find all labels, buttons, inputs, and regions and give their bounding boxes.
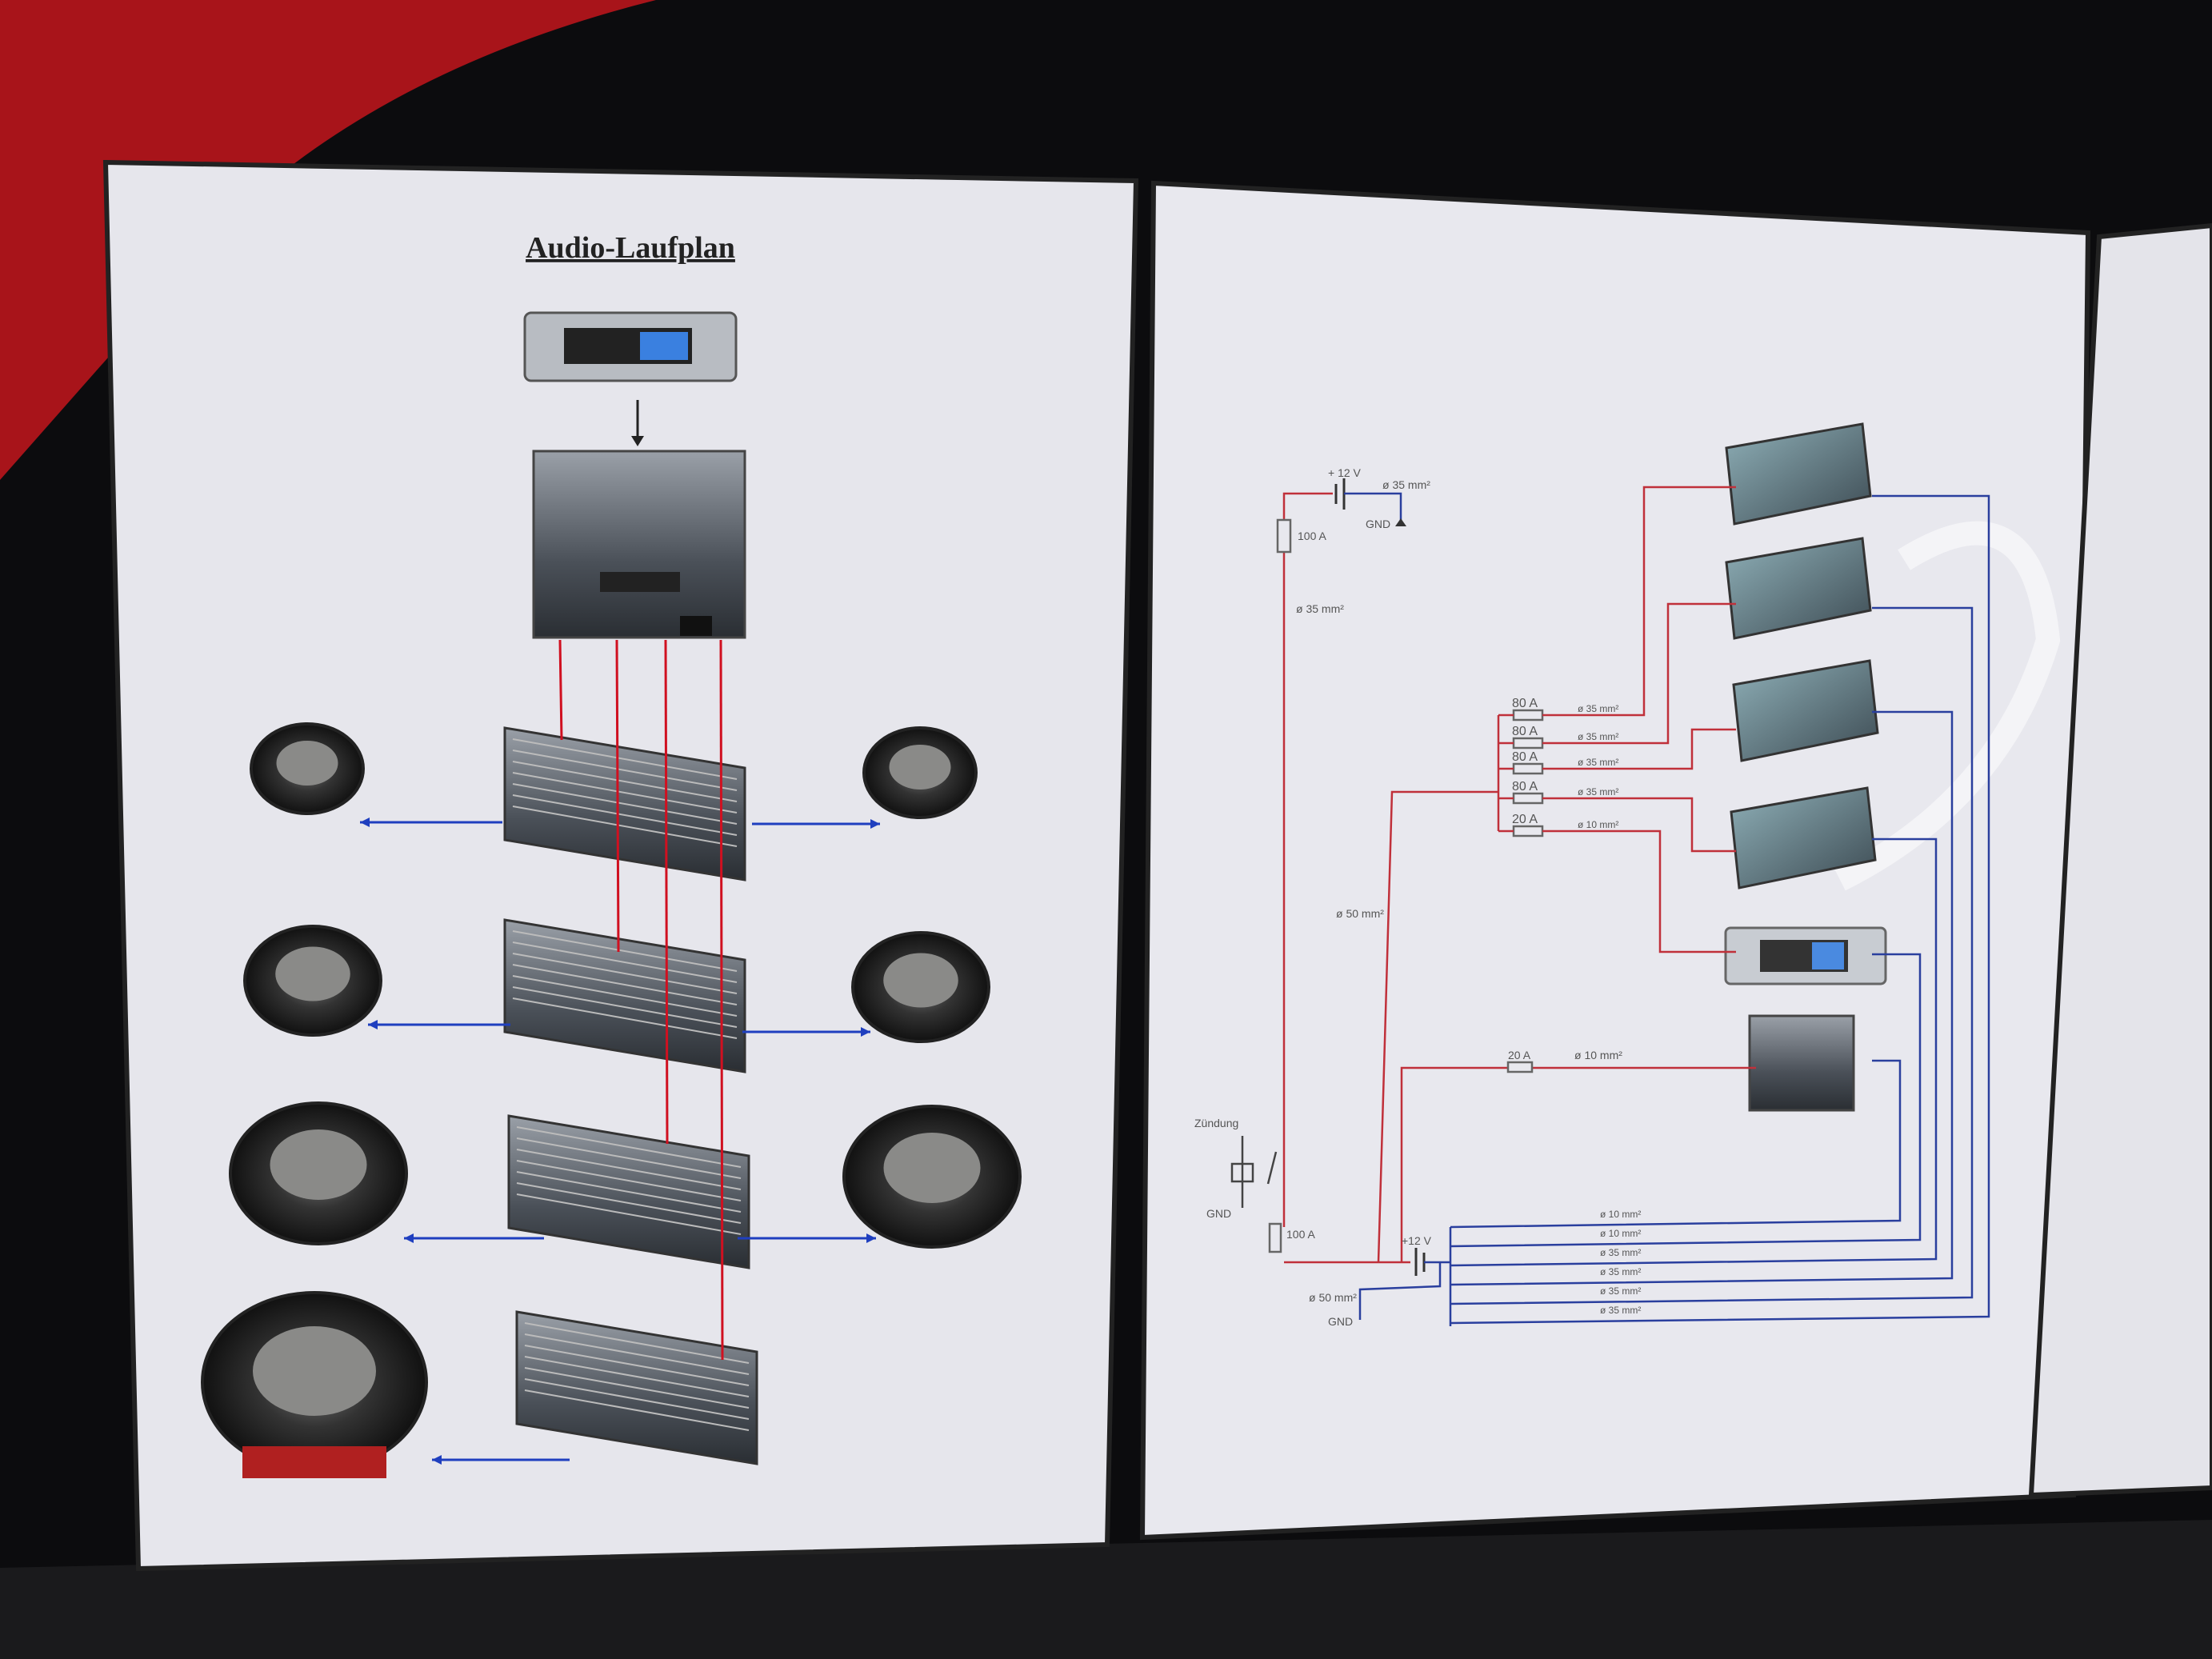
fuse-row: 80 A ø 35 mm²: [1498, 780, 1736, 853]
processor-right: [1748, 1014, 1855, 1112]
amplifier-right-2: [1725, 537, 1872, 640]
battery-bottom-ground-wire: ø 50 mm²: [1309, 1291, 1357, 1304]
tweeter-right-speaker: [862, 726, 978, 819]
battery-top-gnd: GND: [1366, 518, 1390, 530]
signal-line: [719, 639, 724, 1361]
fuse-rating: 80 A: [1512, 780, 1538, 794]
arrow-head: [631, 436, 644, 446]
feed-50mm-wire: [1377, 790, 1498, 1263]
speaker-output-arrow: [752, 819, 880, 829]
subwoofer-speaker: [201, 1291, 428, 1478]
car-red-body: [0, 0, 656, 480]
ground-wire-gauge: ø 35 mm²: [1600, 1305, 1641, 1316]
glare-reflection: [1834, 521, 2061, 891]
tweeter-left-speaker: [250, 722, 365, 815]
speaker-output-arrow: [738, 1233, 876, 1243]
speaker-output-arrow: [368, 1020, 510, 1029]
fuse-rating: 80 A: [1512, 750, 1538, 764]
ground-wire-gauge: ø 35 mm²: [1600, 1247, 1641, 1258]
ground-wire: ø 10 mm²: [1450, 1059, 1902, 1229]
ground-wire: ø 35 mm²: [1450, 494, 1990, 1325]
fuse-row: 80 A ø 35 mm²: [1498, 728, 1736, 775]
ground-wire-gauge: ø 35 mm²: [1600, 1285, 1641, 1297]
ground-wire: ø 10 mm²: [1450, 953, 1922, 1248]
woofer-right-speaker: [842, 1105, 1022, 1249]
head-unit-right: [1724, 926, 1887, 985]
signal-line: [664, 639, 669, 1145]
amplifier-amp-midrange: [503, 918, 746, 1073]
ignition-gnd: GND: [1206, 1207, 1231, 1220]
fuse-row: 20 A ø 10 mm²: [1498, 813, 1736, 953]
processor-feed-wire: [1400, 1066, 1756, 1262]
speaker-output-arrow: [432, 1455, 570, 1465]
third-sheet: [2028, 222, 2212, 1498]
speaker-output-arrow: [742, 1027, 870, 1037]
amplifier-right-1: [1725, 422, 1872, 526]
fuse-rating: 80 A: [1512, 697, 1538, 710]
wire-gauge: ø 35 mm²: [1578, 731, 1618, 742]
battery-top-voltage: + 12 V: [1328, 466, 1362, 479]
fuse-20a-processor: [1506, 1061, 1534, 1073]
fuse-top-label: 100 A: [1298, 530, 1326, 542]
fuse-bottom-label: 100 A: [1286, 1228, 1315, 1241]
processor-fuse-label: 20 A: [1508, 1049, 1531, 1061]
battery-top-ground-wire: ø 35 mm²: [1382, 478, 1430, 491]
wire-gauge: ø 10 mm²: [1578, 819, 1618, 830]
speaker-output-arrow: [360, 818, 502, 827]
fuse-row: 80 A ø 35 mm²: [1498, 602, 1736, 750]
processor-wire-label: ø 10 mm²: [1574, 1049, 1622, 1061]
amplifier-amp-woofer: [507, 1114, 750, 1269]
fuse-rating: 80 A: [1512, 725, 1538, 738]
head-unit: [523, 311, 738, 382]
diagram-title: Audio-Laufplan: [526, 231, 735, 265]
ground-wire-gauge: ø 10 mm²: [1600, 1228, 1641, 1239]
wire-gauge: ø 35 mm²: [1578, 703, 1618, 714]
ground-icon: [1395, 518, 1406, 526]
wire-gauge: ø 35 mm²: [1578, 757, 1618, 768]
ignition-label: Zündung: [1194, 1117, 1238, 1129]
main-power-wire: [1282, 492, 1333, 1227]
amplifier-amp-subwoofer: [515, 1310, 758, 1465]
ground-wire-top: [1344, 492, 1402, 524]
ground-wire: ø 35 mm²: [1450, 606, 1974, 1305]
ground-wire: ø 35 mm²: [1450, 837, 1938, 1267]
wire-gauge: ø 35 mm²: [1578, 786, 1618, 798]
amplifier-right-3: [1732, 659, 1879, 762]
fuse-100a-top: [1276, 518, 1292, 554]
feed-wire-label: ø 50 mm²: [1336, 907, 1384, 920]
battery-bottom-voltage: +12 V: [1402, 1234, 1432, 1247]
fuse-row: 80 A ø 35 mm²: [1498, 486, 1736, 722]
signal-line: [558, 639, 563, 741]
relay-switch-icon: [1241, 1136, 1278, 1208]
signal-line: [615, 639, 620, 953]
door-trim: [0, 1520, 2212, 1659]
midrange-left-speaker: [243, 925, 382, 1037]
ground-wire-bottom: [1358, 1261, 1450, 1320]
amplifier-right-4: [1730, 786, 1877, 889]
ground-wire: ø 35 mm²: [1450, 710, 1954, 1286]
main-wire-label: ø 35 mm²: [1296, 602, 1344, 615]
speaker-output-arrow: [404, 1233, 544, 1243]
midrange-right-speaker: [851, 931, 990, 1043]
ground-wire-gauge: ø 35 mm²: [1600, 1266, 1641, 1277]
fuse-100a-bottom: [1268, 1222, 1282, 1253]
processor-amplifier: [532, 450, 746, 639]
woofer-left-speaker: [229, 1101, 408, 1245]
battery-bottom-gnd: GND: [1328, 1315, 1353, 1328]
ground-wire-gauge: ø 10 mm²: [1600, 1209, 1641, 1220]
fuse-rating: 20 A: [1512, 813, 1538, 826]
